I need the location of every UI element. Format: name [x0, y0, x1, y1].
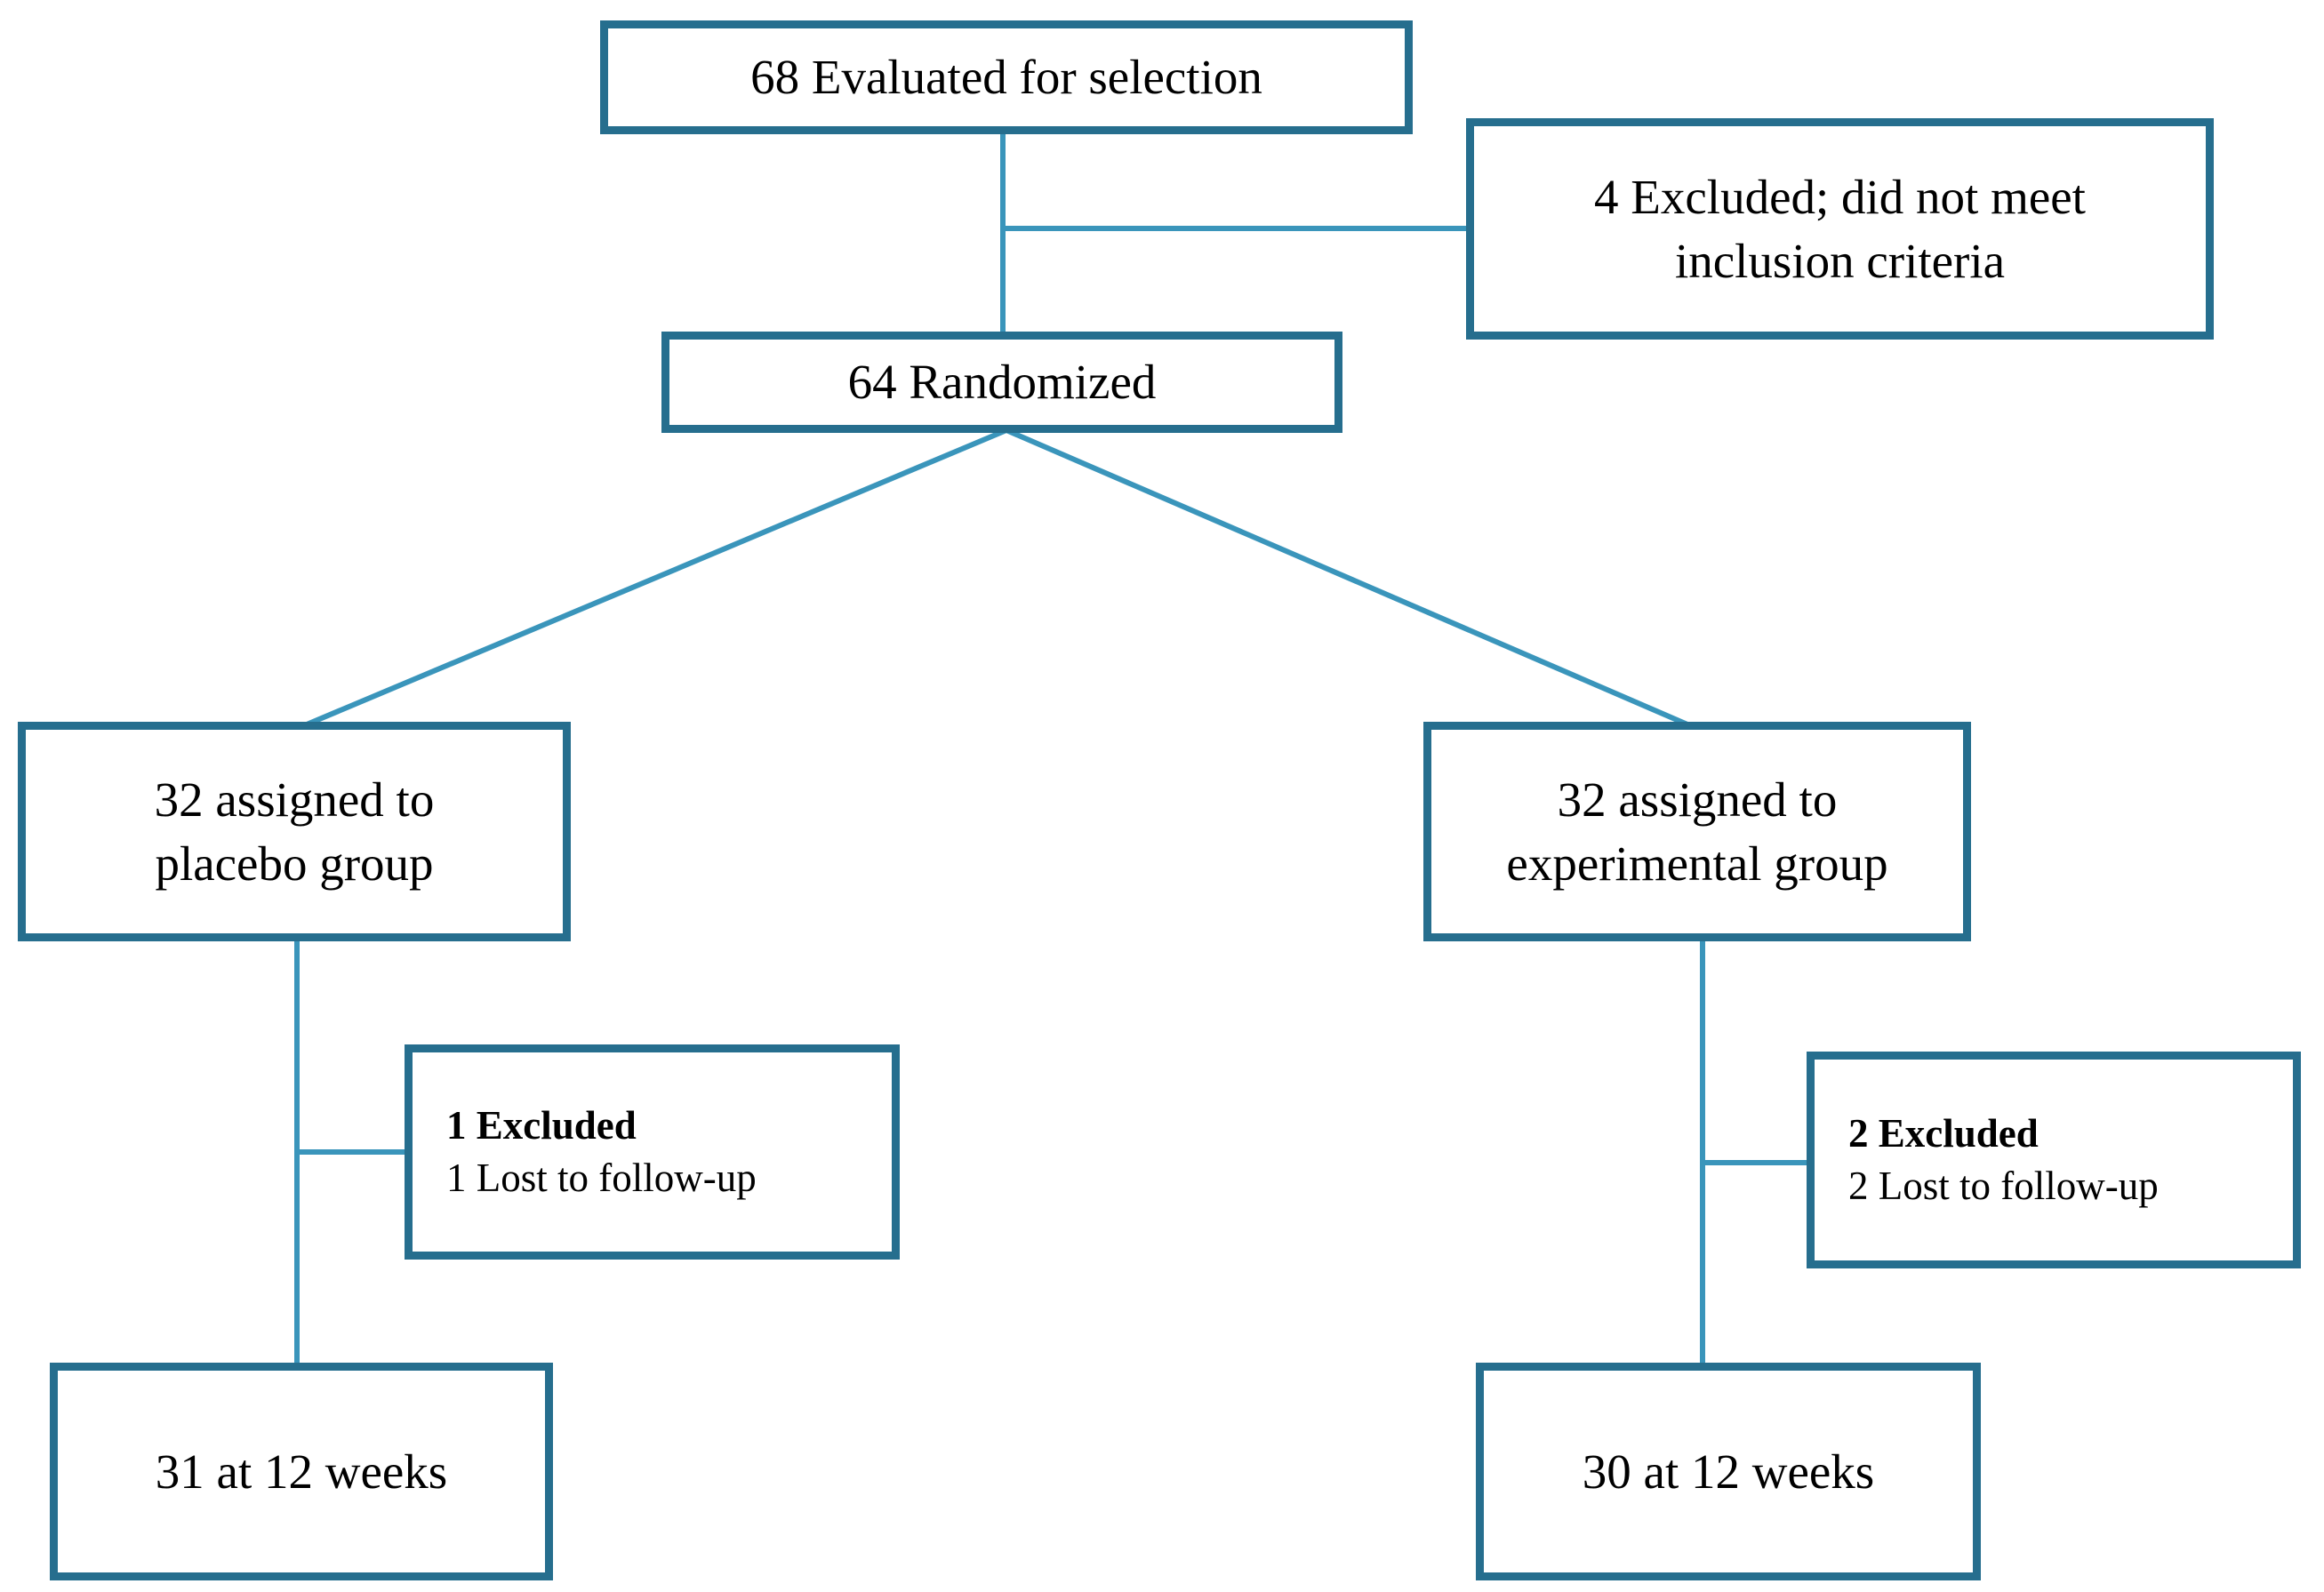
placebo-excluded-line1: 1 Excluded [446, 1102, 637, 1148]
box-experimental-group: 32 assigned to experimental group [1423, 722, 1971, 941]
excluded-top-line2: inclusion criteria [1674, 233, 2006, 288]
connector-randomized-to-placebo [305, 428, 1008, 727]
experimental-12-weeks-text: 30 at 12 weeks [1582, 1444, 1875, 1499]
box-randomized: 64 Randomized [661, 332, 1342, 433]
connector-randomized-to-experimental [1005, 428, 1689, 727]
box-evaluated: 68 Evaluated for selection [600, 20, 1413, 134]
experimental-excluded-line1: 2 Excluded [1848, 1110, 2039, 1156]
placebo-excluded-line2: 1 Lost to follow-up [446, 1156, 757, 1200]
box-placebo-excluded: 1 Excluded 1 Lost to follow-up [405, 1044, 900, 1260]
experimental-line1: 32 assigned to [1557, 772, 1838, 827]
experimental-excluded-line2: 2 Lost to follow-up [1848, 1164, 2159, 1208]
placebo-line2: placebo group [155, 836, 434, 891]
evaluated-text: 68 Evaluated for selection [750, 50, 1262, 105]
experimental-line2: experimental group [1506, 836, 1888, 891]
box-experimental-12-weeks: 30 at 12 weeks [1476, 1363, 1981, 1580]
box-placebo-12-weeks: 31 at 12 weeks [50, 1363, 553, 1580]
box-placebo-group: 32 assigned to placebo group [18, 722, 571, 941]
box-experimental-excluded: 2 Excluded 2 Lost to follow-up [1807, 1052, 2301, 1268]
excluded-top-line1: 4 Excluded; did not meet [1594, 170, 2086, 224]
box-excluded-top: 4 Excluded; did not meet inclusion crite… [1466, 118, 2214, 340]
placebo-line1: 32 assigned to [154, 772, 435, 827]
placebo-12-weeks-text: 31 at 12 weeks [155, 1444, 448, 1499]
randomized-text: 64 Randomized [847, 355, 1157, 410]
